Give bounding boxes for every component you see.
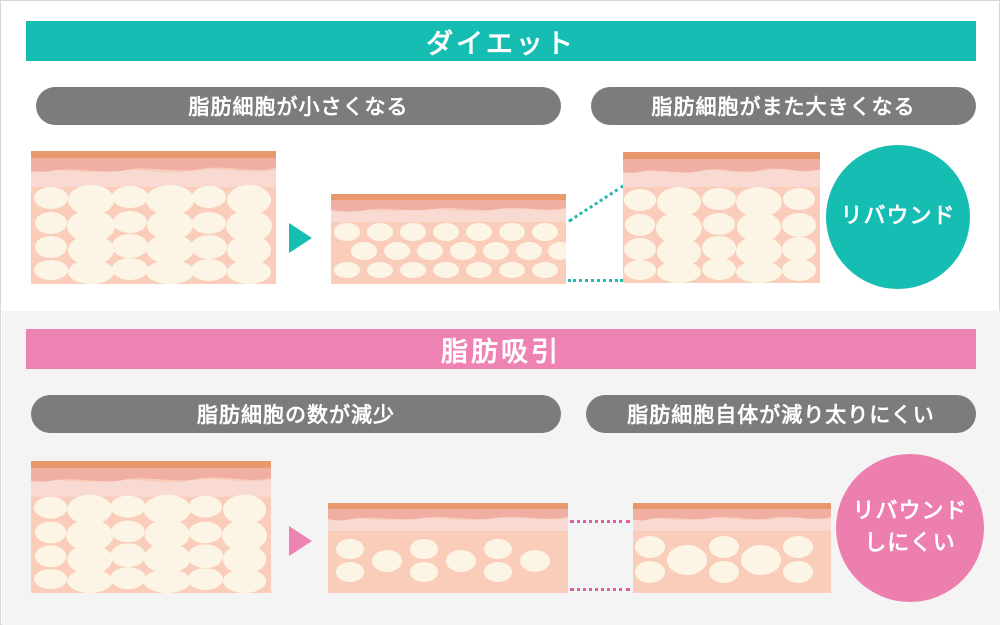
dotted-connector-diagonal-teal	[568, 184, 625, 223]
skin-illustration	[331, 194, 566, 284]
dotted-connector-top-pink	[570, 520, 630, 523]
diet-label-right: 脂肪細胞がまた大きくなる	[591, 87, 976, 125]
no-rebound-badge-line2: しにくい	[864, 531, 956, 556]
liposuction-label-left-text: 脂肪細胞の数が減少	[197, 403, 395, 427]
skin-diagram-stable-cells	[633, 503, 831, 593]
skin-illustration	[328, 503, 568, 593]
diet-section-header: ダイエット	[26, 21, 976, 61]
skin-illustration	[31, 461, 271, 593]
skin-diagram-reduced-cells	[328, 503, 568, 593]
skin-diagram-large-cells	[31, 151, 276, 284]
diet-label-left-text: 脂肪細胞が小さくなる	[188, 95, 409, 119]
skin-diagram-large-cells-before	[31, 461, 271, 593]
rebound-badge-text: リバウンド	[840, 204, 956, 230]
no-rebound-badge-line1: リバウンド	[852, 499, 968, 525]
liposuction-section-header: 脂肪吸引	[26, 329, 976, 369]
skin-illustration	[31, 151, 276, 284]
right-arrow-teal-icon	[289, 223, 312, 253]
diet-label-left: 脂肪細胞が小さくなる	[36, 87, 561, 125]
rebound-badge: リバウンド	[826, 145, 970, 289]
skin-illustration	[623, 152, 820, 283]
liposuction-title: 脂肪吸引	[441, 336, 561, 368]
liposuction-label-left: 脂肪細胞の数が減少	[31, 395, 561, 433]
dotted-connector-horizontal-teal	[568, 279, 623, 282]
dotted-connector-bottom-pink	[570, 588, 630, 591]
liposuction-label-right: 脂肪細胞自体が減り太りにくい	[586, 395, 976, 433]
no-rebound-badge: リバウンド しにくい	[836, 454, 984, 602]
diet-label-right-text: 脂肪細胞がまた大きくなる	[651, 95, 916, 119]
liposuction-label-right-text: 脂肪細胞自体が減り太りにくい	[627, 403, 935, 427]
skin-diagram-regrown-cells	[623, 152, 820, 283]
right-arrow-pink-icon	[289, 526, 312, 556]
skin-diagram-small-cells	[331, 194, 566, 284]
skin-illustration	[633, 503, 831, 593]
diet-title: ダイエット	[426, 28, 576, 60]
